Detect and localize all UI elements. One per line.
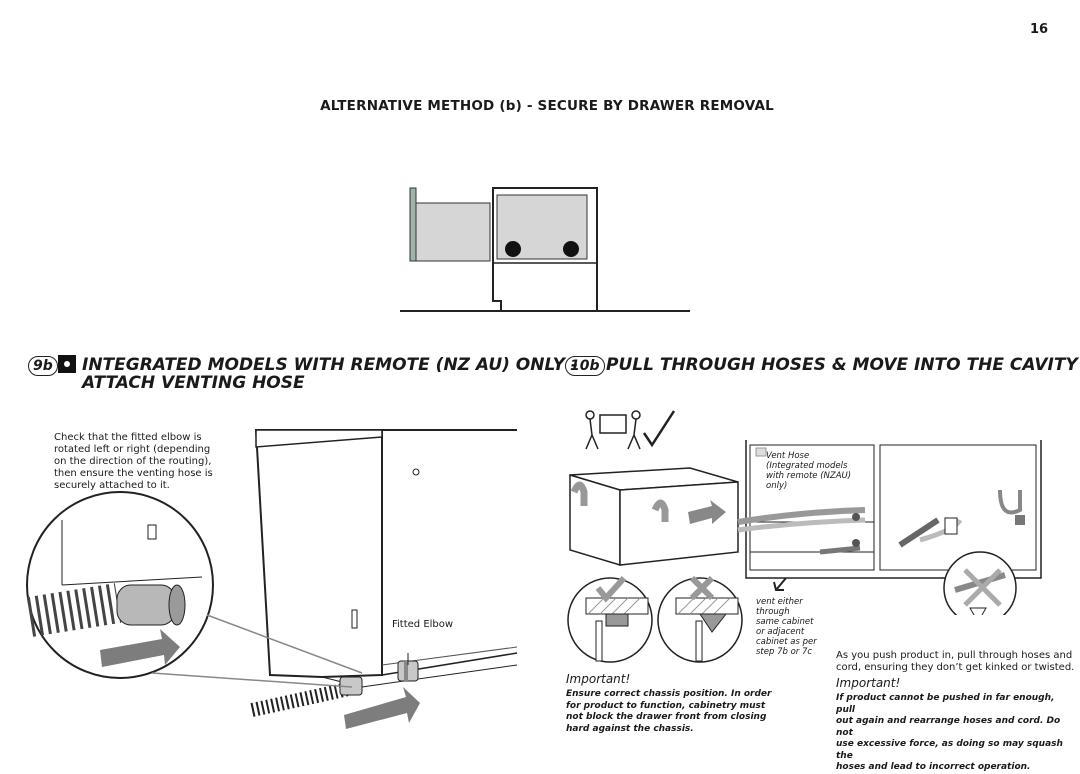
important-title-right: Important! bbox=[836, 676, 901, 690]
important-note-right: Important! If product cannot be pushed i… bbox=[836, 676, 1076, 774]
step-9b-title-line2: ATTACH VENTING HOSE bbox=[82, 373, 305, 393]
correct-position-circle bbox=[567, 576, 653, 663]
vent-either-arrow-icon bbox=[773, 577, 787, 591]
venting-hose-illustration bbox=[26, 429, 518, 729]
important-title-left: Important! bbox=[566, 672, 631, 686]
vent-either-note: vent either through same cabinet or adja… bbox=[756, 597, 817, 657]
step-9b-square-icon bbox=[58, 355, 76, 373]
two-person-lift-icon bbox=[585, 410, 676, 450]
section-title: ALTERNATIVE METHOD (b) - SECURE BY DRAWE… bbox=[320, 98, 774, 114]
step-9b-badge: 9b bbox=[28, 355, 58, 376]
step-10b-title: PULL THROUGH HOSES & MOVE INTO THE CAVIT… bbox=[606, 355, 1078, 375]
product-push-illustration bbox=[569, 440, 1042, 615]
page-number: 16 bbox=[1030, 22, 1049, 37]
vent-hose-label: Vent Hose (Integrated models with remote… bbox=[766, 451, 852, 491]
step-10b-badge: 10b bbox=[565, 355, 605, 376]
drawer-removal-diagram bbox=[400, 187, 690, 312]
important-body-left: Ensure correct chassis position. In orde… bbox=[566, 689, 772, 734]
important-note-left: Important! Ensure correct chassis positi… bbox=[566, 672, 806, 735]
step-9b-title: INTEGRATED MODELS WITH REMOTE (NZ AU) ON… bbox=[82, 356, 578, 392]
incorrect-position-circle bbox=[657, 576, 743, 663]
important-body-right: If product cannot be pushed in far enoug… bbox=[836, 693, 1063, 772]
push-note: As you push product in, pull through hos… bbox=[836, 650, 1075, 673]
step-9b-description: Check that the fitted elbow is rotated l… bbox=[54, 432, 213, 491]
step-9b-title-line1: INTEGRATED MODELS WITH REMOTE (NZ AU) ON… bbox=[82, 355, 578, 375]
fitted-elbow-label: Fitted Elbow bbox=[392, 619, 454, 630]
